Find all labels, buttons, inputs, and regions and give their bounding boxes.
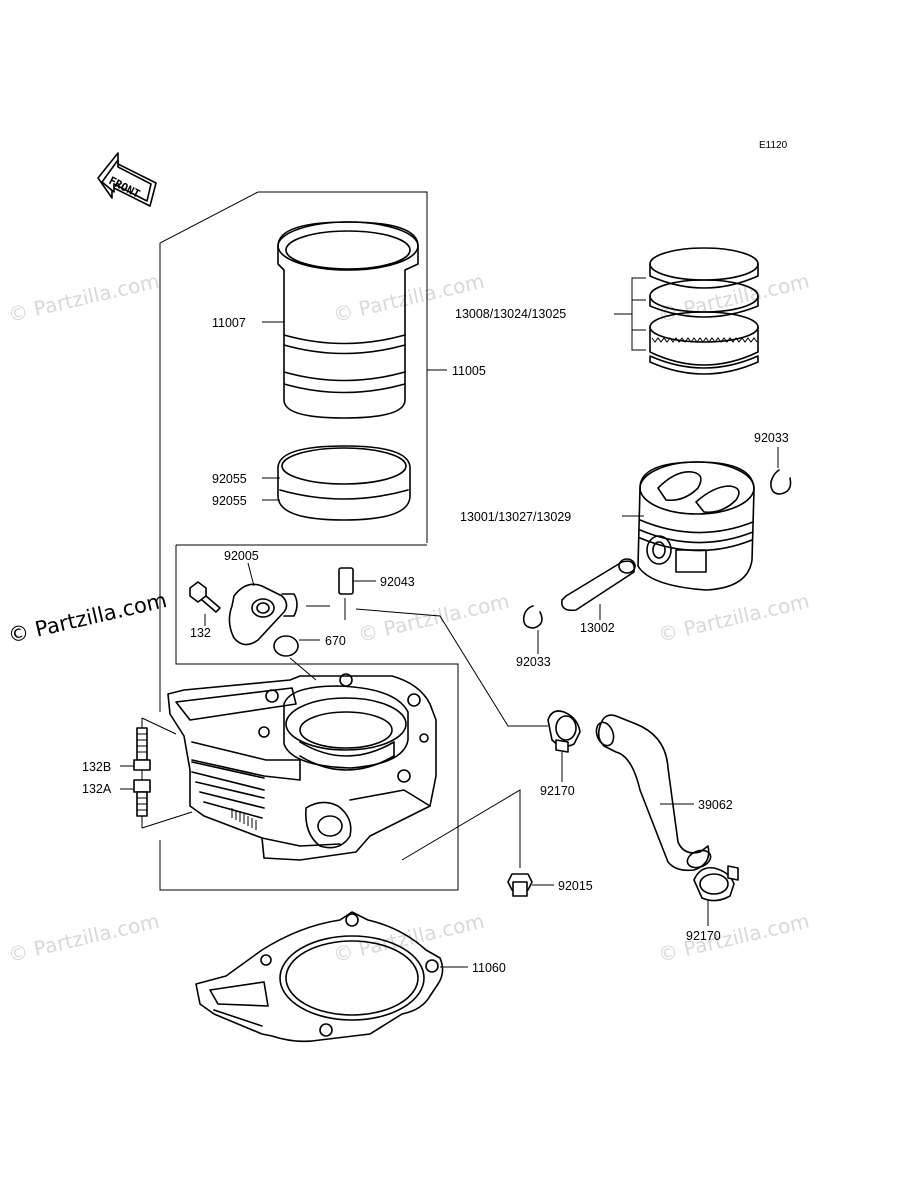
callout-92005: 92005 (224, 549, 259, 563)
watermark-1: © Partzilla.com (6, 269, 162, 327)
diagram-code: E1120 (759, 140, 788, 151)
cylinder-block (167, 673, 437, 861)
front-arrow-icon: FRONT (97, 152, 157, 207)
frame-lower (159, 545, 459, 891)
callout-11005: 11005 (452, 364, 486, 378)
watermark-5: © Partzilla.com (656, 589, 812, 647)
callout-92015: 92015 (558, 879, 593, 893)
cylinder-gasket (195, 911, 444, 1043)
callout-13002: 13002 (580, 621, 615, 635)
bolt-132a (133, 779, 151, 817)
circlip-lower (522, 605, 543, 629)
callout-13008: 13008/13024/13025 (455, 307, 566, 321)
callout-92033-a: 92033 (754, 431, 789, 445)
bolt-132b (133, 727, 151, 771)
callout-92170-b: 92170 (686, 929, 721, 943)
watermark-main: © Partzilla.com (6, 588, 169, 648)
watermark-6: © Partzilla.com (6, 909, 162, 967)
cylinder-o-rings (277, 445, 411, 521)
frame-left (159, 191, 259, 712)
callout-132b: 132B (82, 760, 111, 774)
dowel-pin (338, 567, 354, 595)
water-fitting (228, 583, 298, 646)
rings-bracket (631, 277, 646, 351)
callout-92033-b: 92033 (516, 655, 551, 669)
watermark-8: © Partzilla.com (656, 909, 812, 967)
callout-132a: 132A (82, 782, 112, 796)
frame-top (258, 191, 428, 543)
piston-pin (560, 558, 636, 612)
hose-clamp-upper (547, 710, 581, 753)
callout-13001: 13001/13027/13029 (460, 510, 571, 524)
callout-11007: 11007 (212, 316, 246, 330)
o-ring-670 (273, 635, 299, 657)
circlip-upper (770, 469, 792, 495)
callout-92043: 92043 (380, 575, 415, 589)
plug-92015 (507, 873, 533, 897)
callout-92055-b: 92055 (212, 494, 247, 508)
callout-132: 132 (190, 626, 211, 640)
cylinder-liner (277, 221, 419, 419)
piston (637, 461, 755, 591)
hose-clamp-lower (693, 865, 739, 902)
callout-92055-a: 92055 (212, 472, 247, 486)
watermark-4: © Partzilla.com (356, 589, 512, 647)
callout-39062: 39062 (698, 798, 733, 812)
bolt-132 (189, 581, 221, 613)
callout-11060: 11060 (472, 961, 506, 975)
callout-92170-a: 92170 (540, 784, 575, 798)
callout-670: 670 (325, 634, 346, 648)
water-hose (595, 714, 712, 872)
piston-rings (649, 247, 759, 375)
